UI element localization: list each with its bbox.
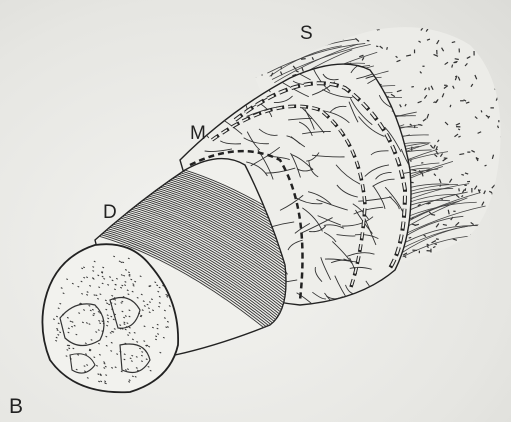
label-deep-layer: D: [103, 203, 117, 222]
panel-label: B: [9, 396, 23, 417]
label-middle-layer: M: [190, 124, 206, 143]
label-serosa: S: [300, 24, 313, 43]
